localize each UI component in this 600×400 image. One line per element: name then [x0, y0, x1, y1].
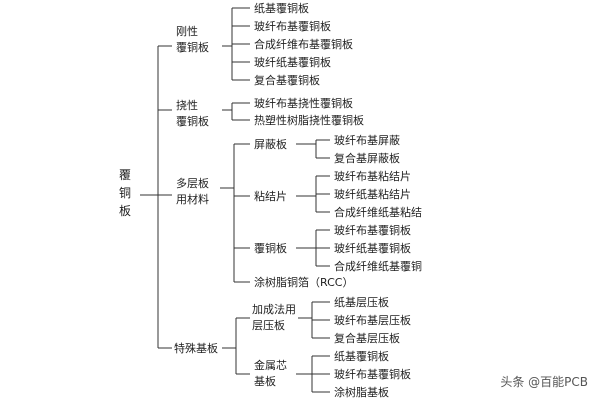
rigid-label-line1: 刚性 — [176, 25, 198, 38]
multilayer-ccl-label: 覆铜板 — [254, 242, 287, 255]
rigid-ccl-label: 刚性 覆铜板 — [176, 24, 209, 56]
multilayer-ccl-item: 玻纤布基覆铜板 — [334, 224, 411, 237]
multilayer-label-line1: 多层板 — [176, 177, 209, 190]
flexible-label-line2: 覆铜板 — [176, 115, 209, 128]
multilayer-material-label: 多层板 用材料 — [176, 176, 209, 208]
additive-label-line1: 加成法用 — [252, 303, 296, 316]
flexible-item: 热塑性树脂挠性覆铜板 — [254, 114, 364, 127]
multilayer-label-line2: 用材料 — [176, 193, 209, 206]
flexible-ccl-label: 挠性 覆铜板 — [176, 98, 209, 130]
rigid-item: 纸基覆铜板 — [254, 2, 309, 15]
shield-item: 玻纤布基屏蔽 — [334, 134, 400, 147]
adhesive-item: 玻纤布基粘结片 — [334, 170, 411, 183]
root-label: 覆铜板 — [118, 168, 131, 218]
multilayer-ccl-item: 合成纤维纸基覆铜 — [334, 260, 422, 273]
rigid-item: 玻纤布基覆铜板 — [254, 20, 331, 33]
rcc-label: 涂树脂铜箔（RCC） — [254, 276, 354, 289]
connector-lines — [140, 7, 330, 393]
source-watermark: 头条 @百能PCB — [500, 375, 588, 389]
rigid-item: 合成纤维布基覆铜板 — [254, 38, 353, 51]
shield-item: 复合基屏蔽板 — [334, 152, 400, 165]
adhesive-item: 合成纤维纸基粘结 — [334, 206, 422, 219]
special-substrate-label: 特殊基板 — [174, 342, 218, 355]
multilayer-ccl-item: 玻纤纸基覆铜板 — [334, 242, 411, 255]
metal-core-item: 玻纤布基覆铜板 — [334, 368, 411, 381]
adhesive-item: 玻纤纸基粘结片 — [334, 188, 411, 201]
metal-core-label-line2: 基板 — [254, 375, 276, 388]
additive-label-line2: 层压板 — [252, 319, 285, 332]
metal-core-label-line1: 金属芯 — [254, 359, 287, 372]
rigid-item: 复合基覆铜板 — [254, 74, 320, 87]
metal-core-item: 纸基覆铜板 — [334, 350, 389, 363]
additive-laminate-label: 加成法用 层压板 — [252, 302, 296, 334]
adhesive-sheet-label: 粘结片 — [254, 190, 287, 203]
shield-board-label: 屏蔽板 — [254, 138, 287, 151]
rigid-label-line2: 覆铜板 — [176, 41, 209, 54]
flexible-item: 玻纤布基挠性覆铜板 — [254, 97, 353, 110]
metal-core-item: 涂树脂基板 — [334, 386, 389, 399]
metal-core-substrate-label: 金属芯 基板 — [254, 358, 287, 390]
rigid-item: 玻纤纸基覆铜板 — [254, 56, 331, 69]
flexible-label-line1: 挠性 — [176, 99, 198, 112]
additive-item: 玻纤布基层压板 — [334, 314, 411, 327]
additive-item: 纸基层压板 — [334, 296, 389, 309]
additive-item: 复合基层压板 — [334, 332, 400, 345]
